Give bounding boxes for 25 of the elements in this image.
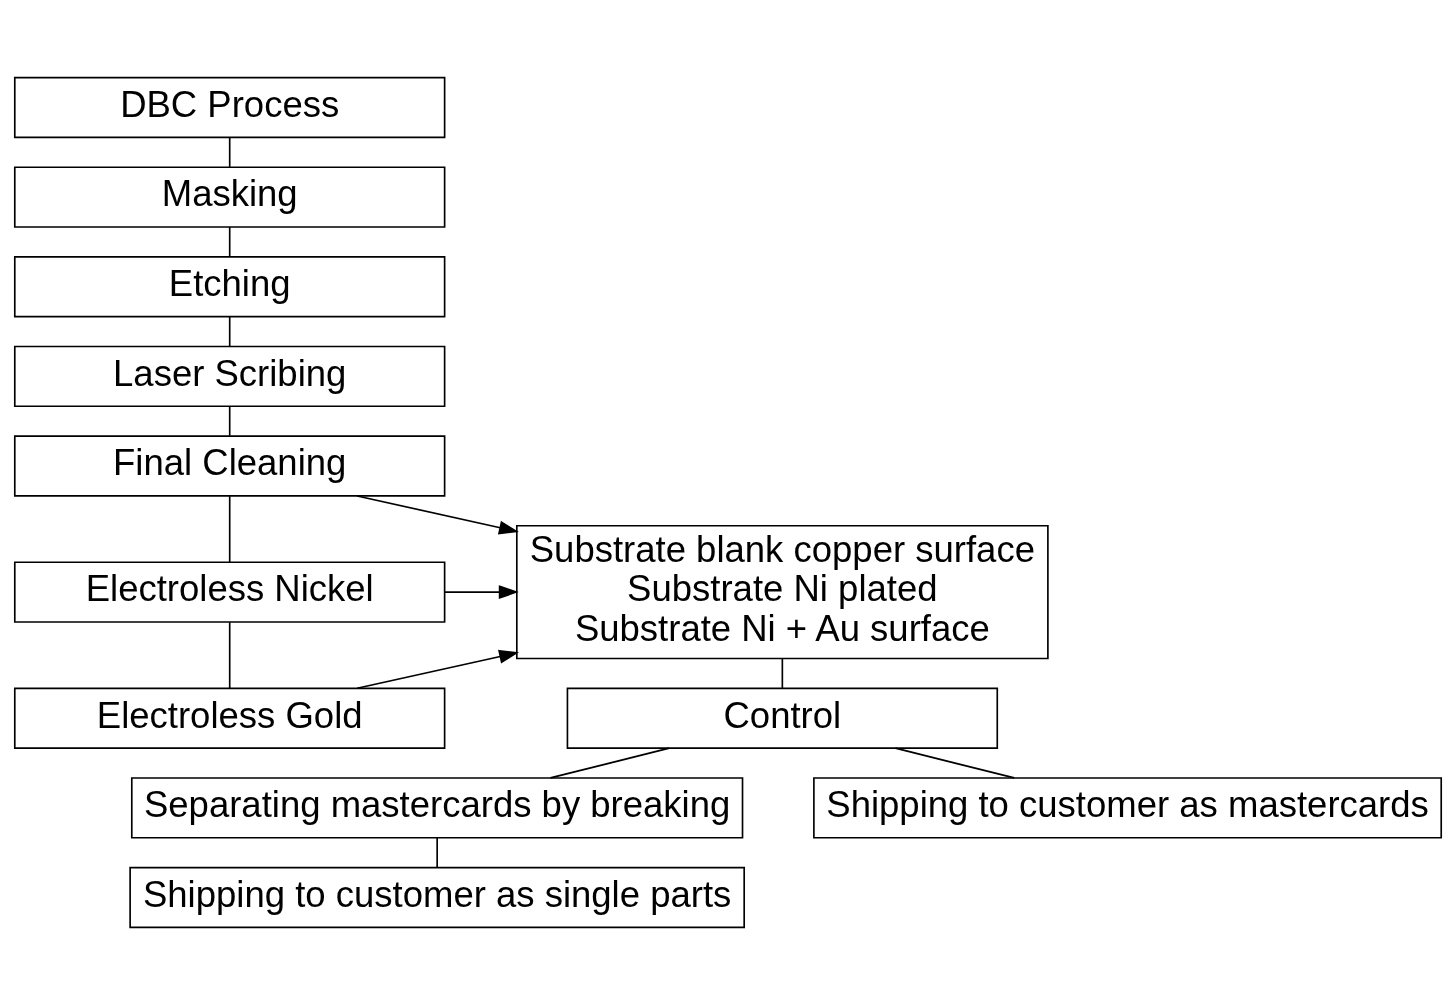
connector [228, 405, 231, 437]
connector [228, 621, 231, 690]
connector [894, 747, 1016, 779]
node-box: Separating mastercards by breaking [130, 777, 744, 839]
arrow [356, 649, 519, 690]
connector [436, 836, 438, 869]
node-box: DBC Process [13, 76, 446, 139]
node-box: Laser Scribing [13, 345, 446, 408]
connector [228, 315, 231, 347]
node-box: Final Cleaning [13, 435, 446, 497]
node-box: Shipping to customer as mastercards [813, 777, 1443, 839]
arrow [356, 495, 519, 535]
connector [549, 747, 671, 779]
node-box: Etching [13, 256, 446, 318]
connector [228, 136, 231, 168]
connector [228, 495, 231, 563]
node-box: Electroless Nickel [13, 561, 446, 623]
node-box: Shipping to customer as single parts [129, 866, 745, 929]
arrow [444, 585, 519, 600]
node-box: Masking [13, 166, 446, 228]
connector [781, 657, 784, 690]
node-box: Control [566, 687, 999, 749]
connector [228, 226, 231, 258]
node-box: Electroless Gold [13, 687, 446, 749]
node-box: Substrate blank copper surface Substrate Ni plated Substrate Ni + Au surface [515, 524, 1049, 660]
